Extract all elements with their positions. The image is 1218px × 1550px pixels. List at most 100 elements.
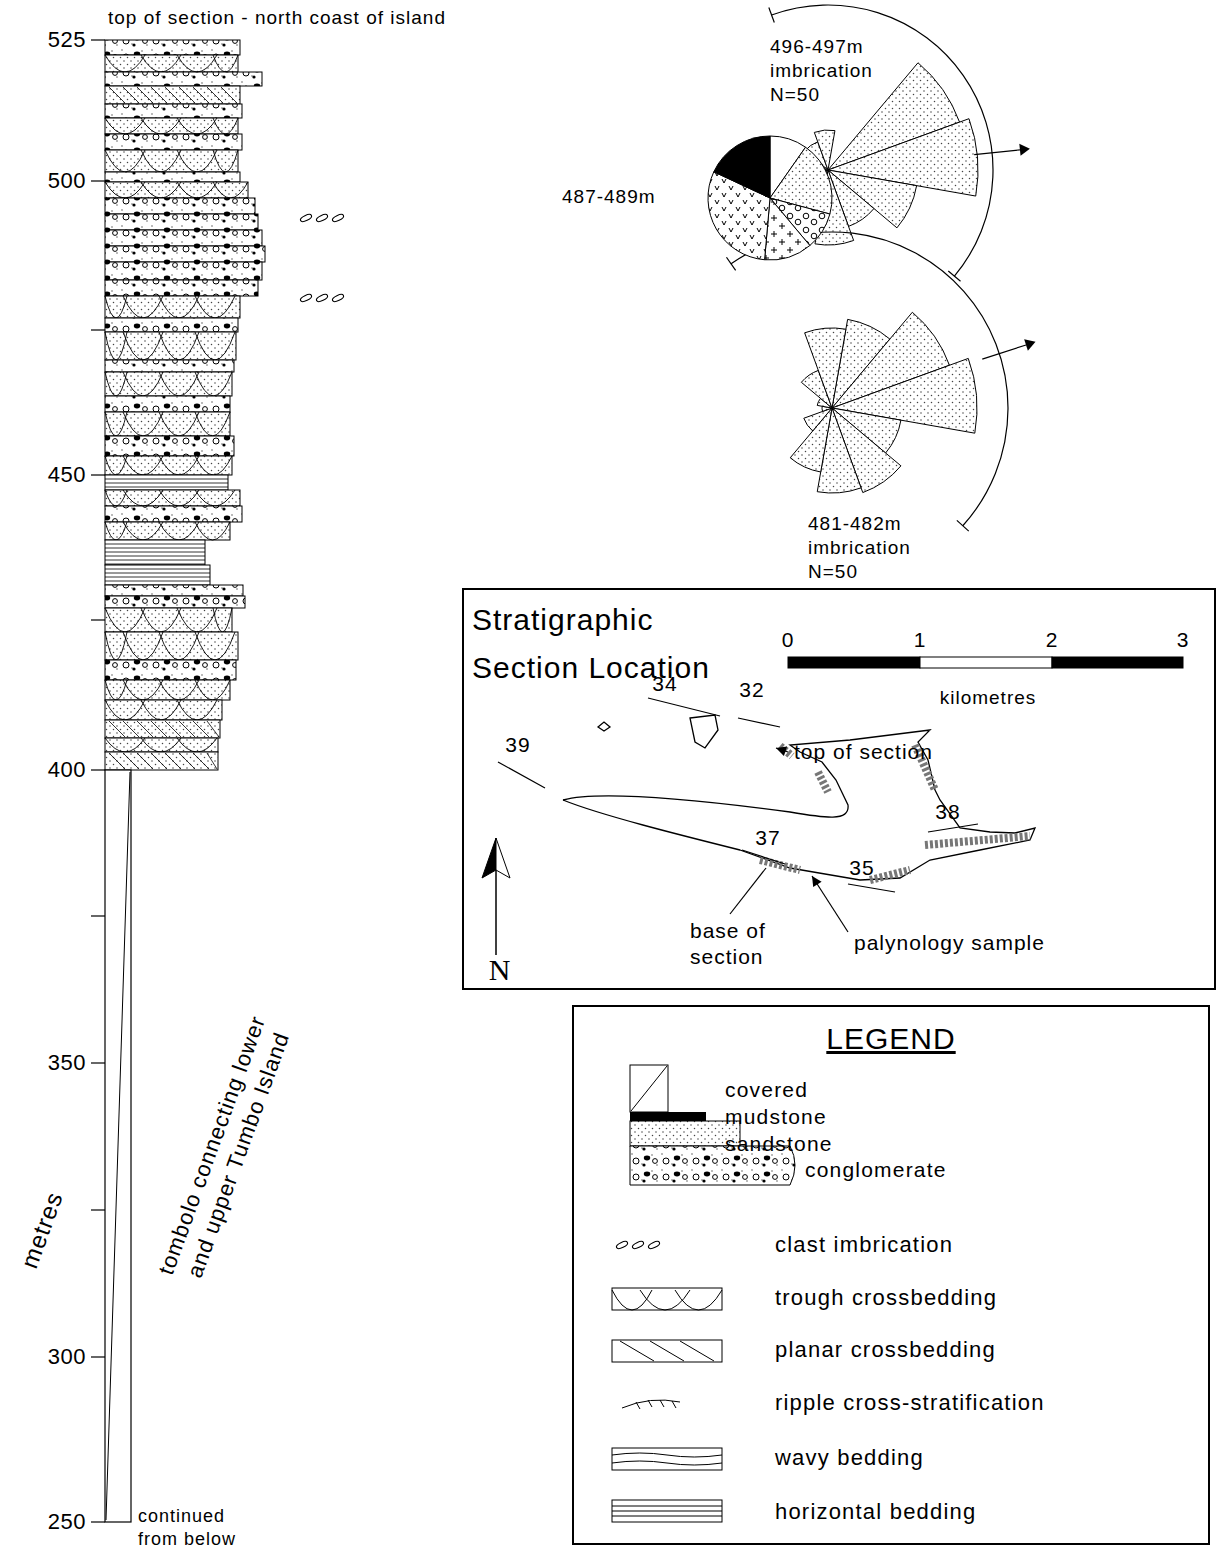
- axis-tick: [91, 915, 105, 916]
- lamina: [612, 1516, 722, 1517]
- trough-set: [195, 412, 230, 436]
- foreset: [123, 753, 139, 769]
- bed: [105, 738, 218, 752]
- imbrication-clast: [631, 1240, 644, 1250]
- trough-set: [105, 608, 145, 632]
- trough-set: [105, 456, 127, 475]
- rose-label: 481-482m imbrication N=50: [808, 512, 943, 583]
- bed: [105, 246, 265, 262]
- bed: [105, 506, 242, 522]
- map-note: top of section: [794, 739, 933, 765]
- lamina: [105, 577, 210, 578]
- lamina: [105, 548, 205, 549]
- foreset: [207, 753, 217, 769]
- coastline: [690, 715, 718, 748]
- strike-line: [738, 718, 780, 727]
- trough-set: [105, 372, 127, 396]
- dip-value: 37: [755, 825, 780, 851]
- foreset: [151, 753, 167, 769]
- legend-swatch: [630, 1112, 706, 1121]
- foreset: [109, 753, 125, 769]
- trough-set: [213, 55, 238, 72]
- pointer-head: [812, 876, 822, 887]
- trough-set: [105, 412, 127, 436]
- lamina: [612, 1511, 722, 1512]
- strike-line: [848, 884, 895, 892]
- north-head: [482, 838, 496, 878]
- foreset: [680, 1341, 714, 1361]
- trough-set: [123, 296, 163, 318]
- axis-tick: [91, 1209, 105, 1210]
- foreset: [151, 721, 167, 737]
- scale-segment: [1052, 657, 1183, 668]
- axis-value: 450: [48, 461, 86, 489]
- trough-set: [177, 700, 217, 720]
- axis-tick: [91, 180, 105, 181]
- bed: [105, 198, 255, 214]
- foreset: [193, 721, 209, 737]
- trough-set: [105, 332, 127, 360]
- trough-set: [123, 632, 163, 660]
- mean-vector-head: [1024, 339, 1035, 350]
- bed: [105, 660, 236, 680]
- foreset: [165, 753, 181, 769]
- strike-line: [498, 762, 545, 788]
- rose-diagram: [769, 5, 1030, 281]
- bed: [105, 118, 238, 134]
- pointer-head: [776, 746, 787, 755]
- north-label: N: [489, 951, 512, 989]
- trough-set: [141, 55, 181, 72]
- stratigraphic-column: [91, 40, 345, 1522]
- range-tick: [769, 7, 774, 22]
- imbrication-clast: [647, 1240, 660, 1250]
- mean-vector-head: [1019, 144, 1030, 156]
- trough-set: [105, 296, 127, 318]
- axis-tick: [91, 39, 105, 40]
- bed: [105, 680, 230, 700]
- covered-diagonal: [106, 772, 130, 1520]
- trough-set: [675, 1290, 722, 1310]
- trough-set: [195, 296, 235, 318]
- scale-value: 1: [914, 627, 927, 653]
- trough-set: [159, 412, 199, 436]
- lamina: [105, 560, 205, 561]
- axis-tick: [91, 619, 105, 620]
- bed: [105, 104, 242, 118]
- trough-set: [105, 680, 127, 700]
- trough-set: [141, 182, 181, 198]
- legend-text: sandstone: [725, 1131, 833, 1157]
- trough-set: [177, 150, 217, 172]
- wavy-lamina: [612, 1453, 722, 1457]
- trough-set: [159, 372, 199, 396]
- trough-set: [123, 332, 163, 360]
- bed: [105, 585, 243, 596]
- trough-set: [141, 608, 181, 632]
- bed: [105, 396, 230, 412]
- rose-label: 496-497m imbrication N=50: [770, 35, 902, 106]
- legend-text: planar crossbedding: [775, 1336, 996, 1364]
- trough-set: [195, 680, 230, 700]
- foreset: [193, 87, 209, 103]
- trough-set: [105, 55, 145, 72]
- lamina: [105, 556, 205, 557]
- legend-text: ripple cross-stratification: [775, 1389, 1045, 1417]
- trough-set: [105, 738, 145, 752]
- trough-set: [612, 1290, 652, 1310]
- lamina: [105, 483, 228, 484]
- bed: [105, 752, 218, 770]
- foreset: [109, 87, 125, 103]
- axis-title: metres: [14, 1188, 69, 1273]
- trough-set: [159, 490, 199, 506]
- dip-value: 34: [652, 671, 677, 697]
- location-map: [482, 657, 1183, 955]
- trough-set: [213, 608, 232, 632]
- wavy-lamina: [612, 1461, 722, 1465]
- rose-diagram: [726, 232, 1035, 531]
- section-title: top of section - north coast of island: [108, 6, 446, 30]
- covered-note: tombolo connecting lower and upper Tumbo…: [145, 993, 304, 1308]
- trough-set: [105, 700, 145, 720]
- trough-set: [159, 680, 199, 700]
- foreset: [137, 721, 153, 737]
- trough-set: [123, 490, 163, 506]
